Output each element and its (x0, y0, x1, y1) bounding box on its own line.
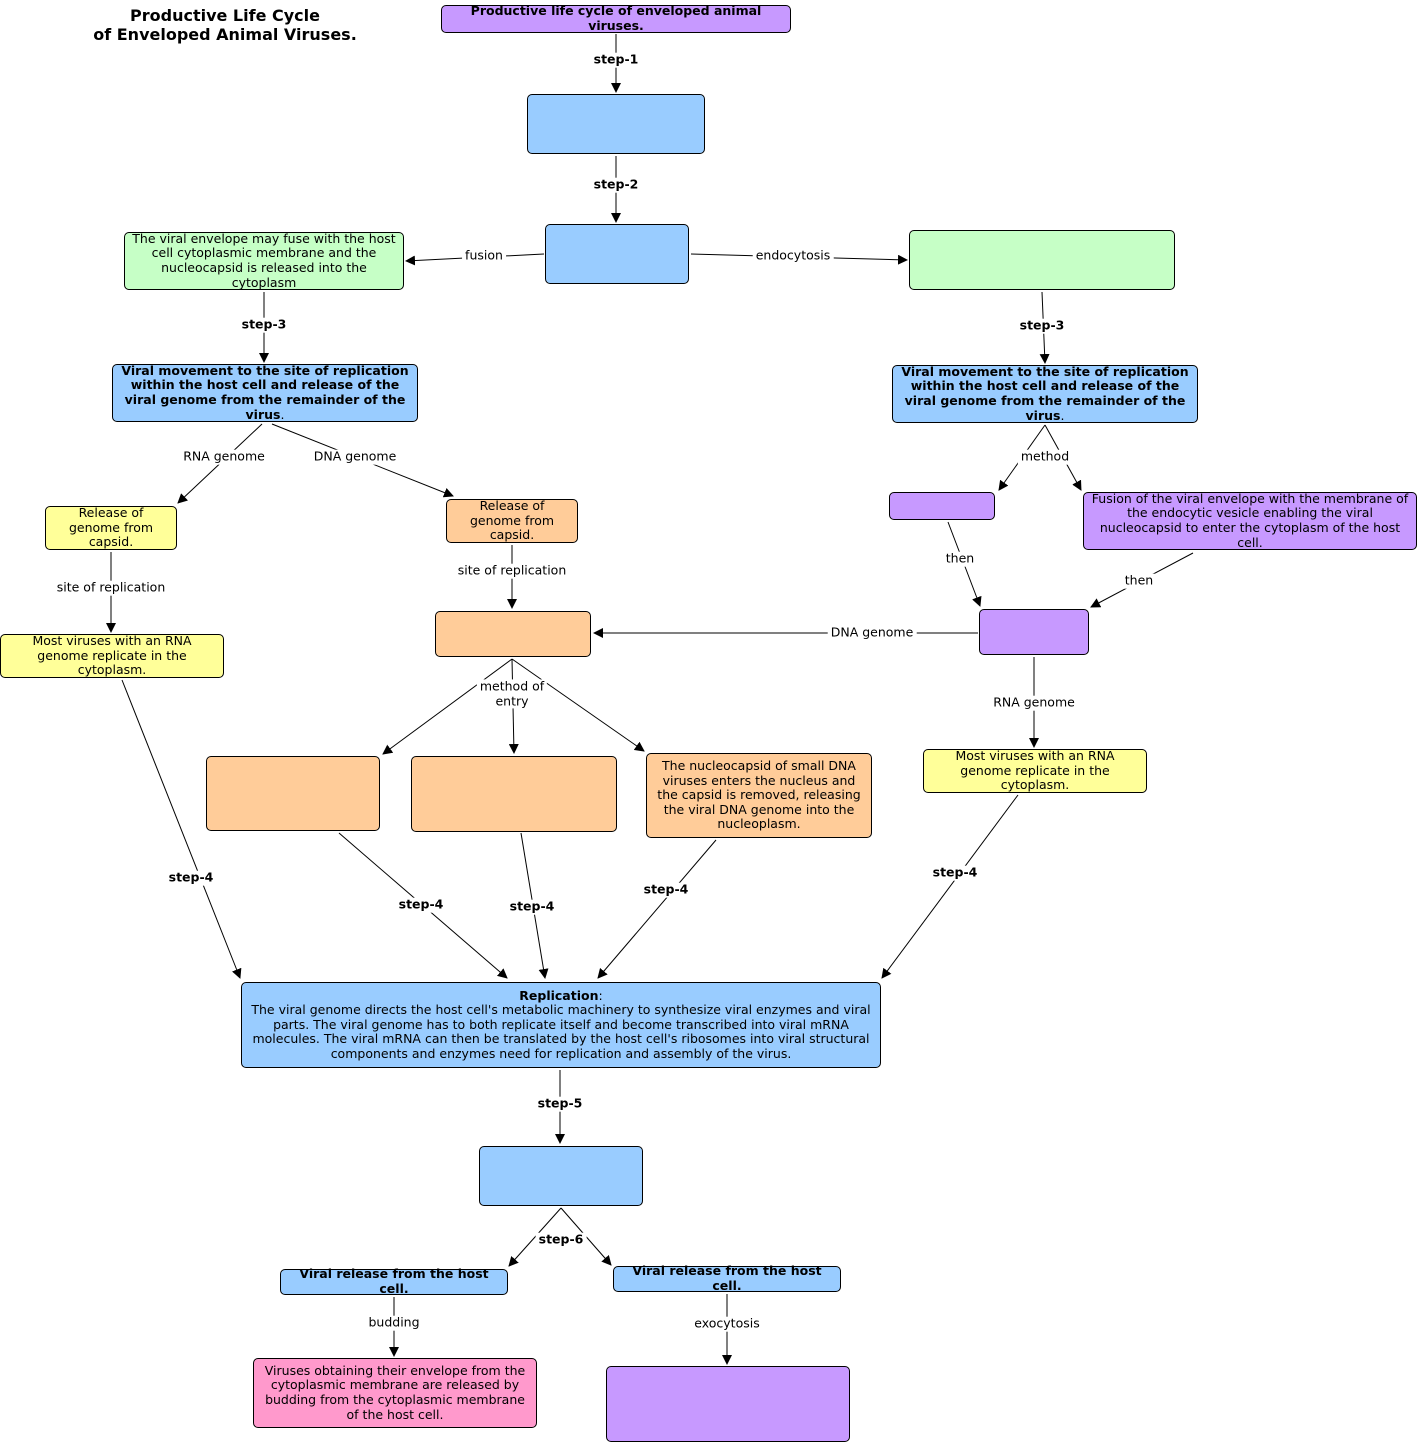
node-after-then (979, 609, 1089, 655)
label-step4-d: step-4 (640, 882, 692, 898)
label-dna-genome-left: DNA genome (310, 449, 400, 465)
node-viral-movement-left: Viral movement to the site of replicatio… (112, 362, 418, 422)
label-then-left: then (942, 551, 978, 567)
edge-entry-a (382, 658, 513, 755)
node-dna-site (435, 611, 591, 657)
node-replication: Replication: The viral genome directs th… (241, 982, 881, 1068)
label-step6: step-6 (535, 1232, 587, 1248)
label-endocytosis: endocytosis (752, 248, 834, 264)
node-rna-cytoplasm-left: Most viruses with an RNA genome replicat… (0, 633, 224, 678)
label-step3-left: step-3 (238, 317, 290, 333)
replication-text: The viral genome directs the host cell's… (251, 1002, 871, 1061)
node-budding-result: Viruses obtaining their envelope from th… (253, 1358, 537, 1428)
label-step4-c: step-4 (506, 899, 558, 915)
node-release-left: Viral release from the host cell. (280, 1267, 508, 1296)
label-budding: budding (365, 1315, 423, 1331)
node-rna-release: Release of genome from capsid. (45, 505, 177, 550)
viral-movement-left-text: Viral movement to the site of replicatio… (121, 362, 409, 422)
node-step1-box (527, 94, 705, 154)
viral-movement-left-period: . (280, 406, 285, 422)
node-exocytosis-result (606, 1366, 850, 1442)
label-rna-genome-right: RNA genome (990, 695, 1078, 711)
label-step3-right: step-3 (1016, 318, 1068, 334)
node-method-small (889, 492, 995, 520)
label-step5: step-5 (534, 1096, 586, 1112)
viral-movement-right-text: Viral movement to the site of replicatio… (901, 363, 1189, 423)
label-method-of-entry-line1: method of (479, 678, 545, 694)
diagram-title-line2: of Enveloped Animal Viruses. (93, 25, 357, 44)
node-dna-release: Release of genome from capsid. (446, 498, 578, 543)
label-site-rep-mid: site of replication (454, 563, 570, 579)
label-step2: step-2 (590, 177, 642, 193)
node-viral-movement-right: Viral movement to the site of replicatio… (892, 363, 1198, 423)
label-exocytosis: exocytosis (691, 1316, 763, 1332)
label-step4-e: step-4 (929, 865, 981, 881)
node-fusion-vesicle: Fusion of the viral envelope with the me… (1083, 491, 1417, 550)
diagram-title: Productive Life Cycle of Enveloped Anima… (60, 6, 390, 44)
label-step4-a: step-4 (165, 870, 217, 886)
label-then-right: then (1121, 573, 1157, 589)
edge-step6-left (508, 1207, 562, 1267)
replication-colon: : (598, 987, 603, 1003)
node-step2-box (545, 224, 689, 284)
label-dna-genome-right: DNA genome (827, 625, 917, 641)
node-step5-box (479, 1146, 643, 1206)
node-rna-cytoplasm-right: Most viruses with an RNA genome replicat… (923, 748, 1147, 793)
edge-step4-d (597, 839, 717, 979)
label-method-of-entry: method of entry (476, 678, 548, 709)
node-endocytosis-result (909, 230, 1175, 290)
node-entry-b (411, 756, 617, 832)
node-top: Productive life cycle of enveloped anima… (441, 4, 791, 33)
label-method: method (1017, 449, 1073, 465)
label-step4-b: step-4 (395, 897, 447, 913)
label-step1: step-1 (590, 52, 642, 68)
node-entry-a (206, 756, 380, 831)
node-entry-c: The nucleocapsid of small DNA viruses en… (646, 753, 872, 838)
label-fusion: fusion (462, 248, 506, 264)
label-method-of-entry-line2: entry (495, 693, 529, 708)
edge-entry-c (511, 658, 645, 752)
diagram-title-line1: Productive Life Cycle (130, 6, 320, 25)
label-site-rep-left: site of replication (53, 580, 169, 596)
viral-movement-right-period: . (1060, 407, 1065, 423)
node-release-right: Viral release from the host cell. (613, 1264, 841, 1293)
node-fusion-result: The viral envelope may fuse with the hos… (124, 231, 404, 290)
replication-title: Replication (519, 987, 599, 1003)
edge-step4-a (121, 679, 242, 979)
edge-step4-e (881, 794, 1019, 979)
label-rna-genome-left: RNA genome (180, 449, 268, 465)
